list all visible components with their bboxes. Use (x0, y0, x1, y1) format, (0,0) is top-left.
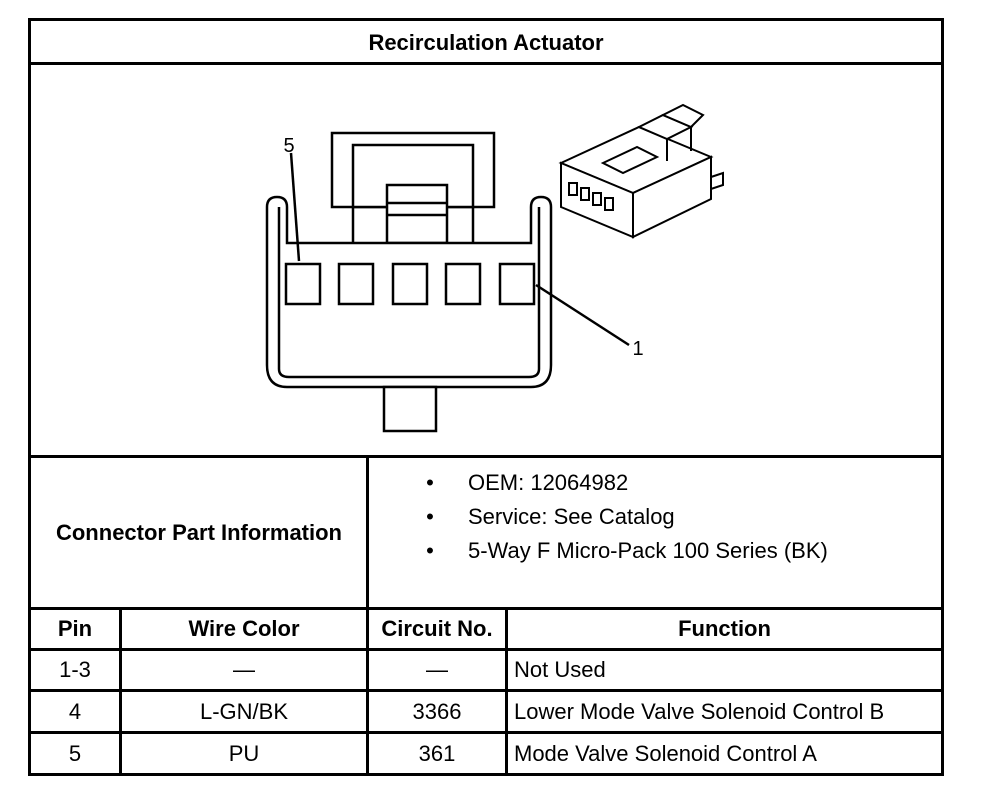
leader-line-5 (289, 152, 301, 262)
table-cell-circuit: 3366 (412, 698, 462, 724)
table-cell-wire-color: L-GN/BK (199, 698, 289, 724)
table-cell-circuit: 361 (418, 740, 456, 766)
connector-info-item: • 5-Way F Micro-Pack 100 Series (BK) (420, 538, 920, 564)
bullet-icon: • (426, 470, 434, 495)
info-divider (28, 607, 944, 610)
bullet-icon: • (426, 538, 434, 563)
connector-bottom-tab (382, 385, 438, 433)
table-cell-circuit: — (426, 657, 448, 682)
table-cell-pin: 1-3 (59, 657, 91, 682)
pin-callout-1: 1 (632, 338, 643, 360)
connector-info-item: • OEM: 12064982 (420, 470, 920, 496)
bullet-icon: • (426, 504, 434, 529)
table-cell-pin: 4 (68, 698, 82, 724)
pin-cavity-2 (444, 262, 482, 306)
connector-diagram: 5 1 (265, 103, 724, 433)
table-cell-pin: 5 (68, 740, 82, 766)
col-header-circuit-no: Circuit No. (381, 616, 493, 641)
leader-line-1 (535, 283, 630, 347)
connector-isometric-illustration (558, 103, 724, 239)
connector-info-label: Connector Part Information (55, 520, 342, 545)
pin-cavity-1 (498, 262, 536, 306)
table-cell-wire-color: PU (228, 740, 260, 766)
table-cell-wire-color: — (233, 657, 255, 682)
col-header-wire-color: Wire Color (188, 616, 300, 641)
connector-info-divider (366, 455, 369, 609)
pin-cavity-4 (337, 262, 375, 306)
col-header-function: Function (678, 616, 771, 641)
pin-cavity-5 (284, 262, 322, 306)
title-divider (28, 62, 944, 65)
connector-chart-frame (28, 18, 944, 776)
table-cell-function: Mode Valve Solenoid Control A (514, 740, 817, 766)
col-header-pin: Pin (57, 616, 93, 641)
connector-info-item: • Service: See Catalog (420, 504, 920, 530)
diagram-divider (28, 455, 944, 458)
table-cell-function: Not Used (514, 657, 606, 682)
chart-title: Recirculation Actuator (368, 29, 604, 55)
pin-cavity-3 (391, 262, 429, 306)
table-cell-function: Lower Mode Valve Solenoid Control B (514, 698, 885, 724)
pin-callout-5: 5 (283, 135, 294, 157)
